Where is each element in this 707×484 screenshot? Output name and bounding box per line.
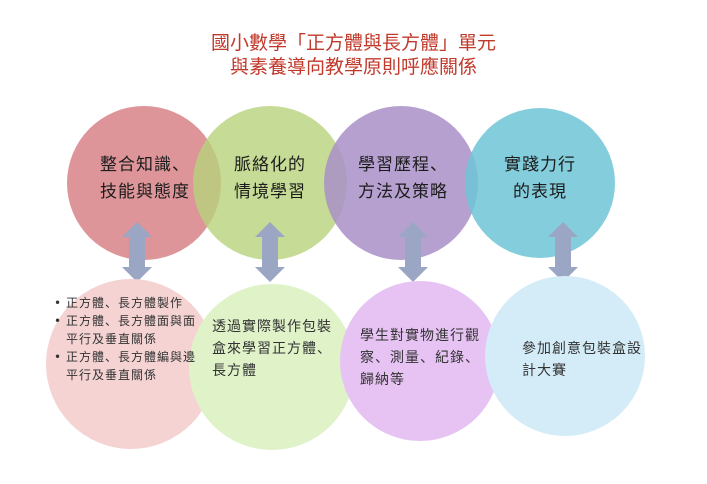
principle-circle-integration [67,106,221,260]
principle-circle-process [324,106,478,260]
example-list-1: 正方體、長方體製作 正方體、長方體面與面平行及垂直關係 正方體、長方體編與邊平行… [54,294,204,384]
double-arrow-4 [548,222,578,282]
example-list-item: 正方體、長方體編與邊平行及垂直關係 [54,348,204,384]
principle-circle-context [193,106,347,260]
double-arrow-1 [122,222,152,282]
principle-circle-practice [465,108,615,258]
example-circle-3 [340,281,500,441]
example-list-item: 正方體、長方體製作 [54,294,204,312]
example-text-3: 學生對實物進行觀察、測量、紀錄、歸納等 [360,328,480,388]
double-arrow-2 [255,222,285,282]
principle-text-integration: 整合知識、技能與態度 [100,155,190,202]
principle-text-context: 脈絡化的情境學習 [234,155,306,202]
example-circle-2 [189,284,355,450]
example-circle-4 [485,276,645,436]
diagram-title-line1: 國小數學「正方體與長方體」單元 [210,32,496,54]
principle-text-process: 學習歷程、方法及策略 [358,155,448,202]
double-arrow-3 [398,222,428,282]
diagram-title-line2: 與素養導向教學原則呼應關係 [229,56,477,78]
example-text-4: 參加創意包裝盒設計大賽 [522,341,642,379]
example-list-item: 正方體、長方體面與面平行及垂直關係 [54,312,204,348]
principle-text-practice: 實踐力行的表現 [504,155,576,202]
example-text-2: 透過實際製作包裝盒來學習正方體、長方體 [212,319,332,379]
